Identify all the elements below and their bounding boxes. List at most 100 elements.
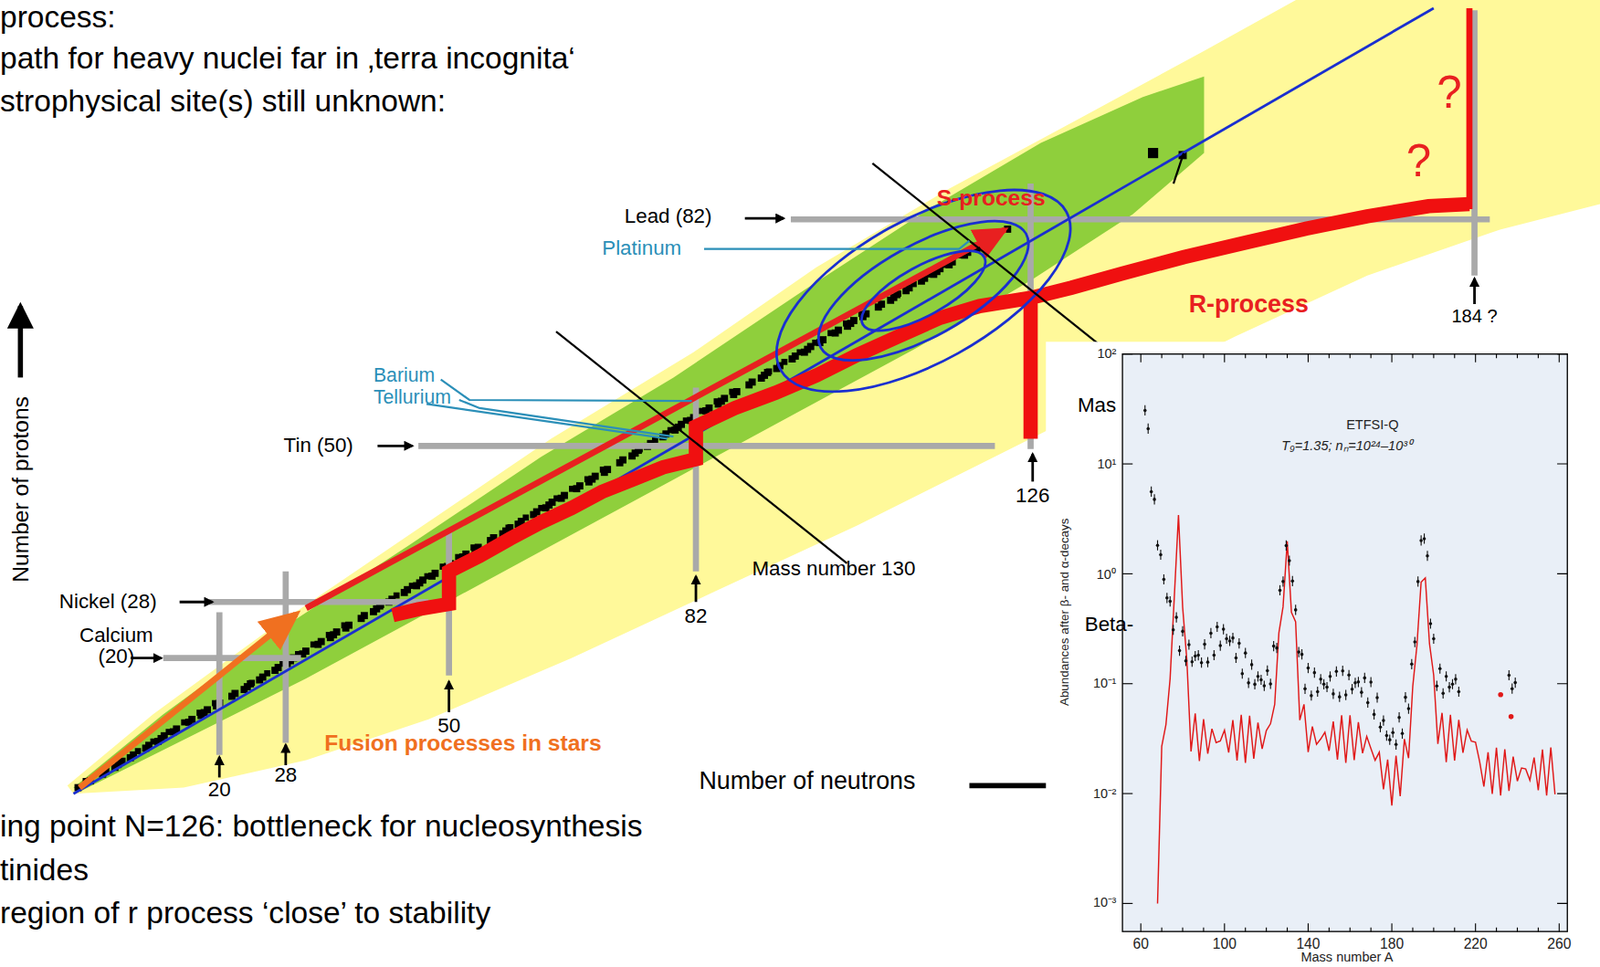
data-point — [1381, 718, 1386, 723]
y-tick — [1122, 573, 1133, 575]
y-tick — [1557, 793, 1568, 795]
x-tick — [1328, 354, 1330, 358]
x-tick — [1411, 927, 1413, 932]
data-point — [1178, 649, 1182, 653]
x-tick — [1558, 354, 1560, 363]
axis-title: Mass number A — [1300, 949, 1393, 966]
data-point — [1325, 685, 1329, 690]
data-point — [1497, 692, 1504, 698]
data-point — [1290, 579, 1295, 584]
data-point — [1394, 743, 1399, 748]
x-tick — [1474, 354, 1476, 363]
s-process-arrow — [305, 229, 1005, 609]
data-point — [1397, 715, 1401, 720]
barium-leader — [441, 379, 693, 401]
data-point — [1252, 683, 1257, 687]
data-point — [1385, 734, 1390, 738]
abundance-plot — [1122, 354, 1568, 932]
stable-nucleus — [603, 465, 611, 474]
data-point — [1429, 621, 1433, 626]
data-point — [1278, 589, 1283, 593]
tick-label: 100 — [1212, 936, 1237, 953]
x-tick — [1391, 354, 1393, 363]
stable-nucleus — [317, 638, 326, 646]
stable-nucleus — [560, 492, 569, 500]
plot-title: ETFSI-Q — [1346, 418, 1399, 434]
element-label: Tin (50) — [284, 433, 354, 458]
element-label: Barium — [373, 364, 435, 387]
stable-nucleus — [850, 316, 858, 325]
data-point — [1412, 640, 1417, 644]
inset-panel — [1045, 341, 1582, 967]
data-point — [1353, 681, 1358, 685]
stable-nucleus — [807, 343, 815, 351]
stable-nucleus — [834, 326, 843, 335]
data-point — [1309, 694, 1314, 698]
data-point — [1422, 536, 1427, 541]
stable-nucleus — [1147, 147, 1158, 158]
y-tick — [1557, 903, 1568, 905]
stable-nucleus — [345, 621, 353, 630]
data-point — [1274, 646, 1279, 651]
data-point — [1303, 687, 1307, 692]
data-point — [1171, 628, 1176, 632]
data-point — [1340, 669, 1345, 674]
data-point — [1246, 681, 1251, 685]
x-tick — [1391, 923, 1393, 932]
data-point — [1457, 690, 1462, 695]
data-point — [1234, 656, 1239, 661]
x-tick — [1558, 923, 1560, 932]
data-point — [1407, 706, 1411, 711]
stable-nucleus — [274, 663, 283, 672]
data-point — [1287, 558, 1292, 563]
tick-label: 10⁻² — [1093, 786, 1116, 802]
y-tick — [1122, 683, 1133, 685]
data-point — [1400, 732, 1405, 737]
chart-tick — [1173, 153, 1184, 185]
data-point — [1453, 677, 1458, 682]
slide-text: path for heavy nuclei far in ‚terra inco… — [0, 41, 576, 77]
data-point — [1363, 676, 1368, 681]
x-tick — [1307, 923, 1309, 932]
data-point — [1335, 670, 1339, 674]
data-point — [1174, 615, 1179, 620]
data-point — [1347, 673, 1351, 678]
magic-number: 20 — [208, 777, 232, 801]
x-tick — [1307, 354, 1309, 363]
chart-fragment: Beta- — [1084, 611, 1134, 636]
x-tick — [1516, 927, 1518, 932]
slide-text: region of r process ‘close’ to stability — [0, 895, 491, 932]
data-point — [1366, 701, 1370, 706]
stable-nucleus — [619, 456, 627, 464]
x-tick — [1349, 354, 1351, 358]
inset-plot-area — [1122, 354, 1568, 932]
question-mark: ? — [1436, 67, 1462, 120]
data-point — [1237, 642, 1242, 646]
stable-nucleus — [203, 705, 211, 714]
stable-nucleus — [231, 690, 239, 698]
data-point — [1190, 660, 1195, 664]
data-point — [1357, 680, 1361, 685]
data-point — [1162, 578, 1167, 582]
x-tick — [1202, 354, 1204, 358]
proton-axis-arrow — [18, 305, 24, 378]
data-point — [1359, 690, 1364, 695]
stable-nucleus — [419, 576, 427, 584]
data-point — [1272, 644, 1276, 649]
data-point — [1306, 666, 1311, 671]
data-point — [1241, 672, 1245, 676]
process-label: S-process — [936, 184, 1046, 211]
data-point — [1375, 695, 1379, 700]
data-point — [1256, 674, 1261, 679]
data-point — [1447, 685, 1452, 690]
data-point — [1265, 669, 1270, 674]
stable-nucleus — [533, 508, 541, 516]
x-tick — [1495, 354, 1497, 358]
element-label: Tellurium — [373, 386, 452, 409]
x-tick — [1140, 354, 1142, 363]
x-tick — [1265, 927, 1267, 932]
data-point — [1284, 544, 1289, 548]
data-point — [1215, 625, 1220, 630]
magic-number: 28 — [273, 763, 297, 788]
data-point — [1149, 490, 1154, 495]
